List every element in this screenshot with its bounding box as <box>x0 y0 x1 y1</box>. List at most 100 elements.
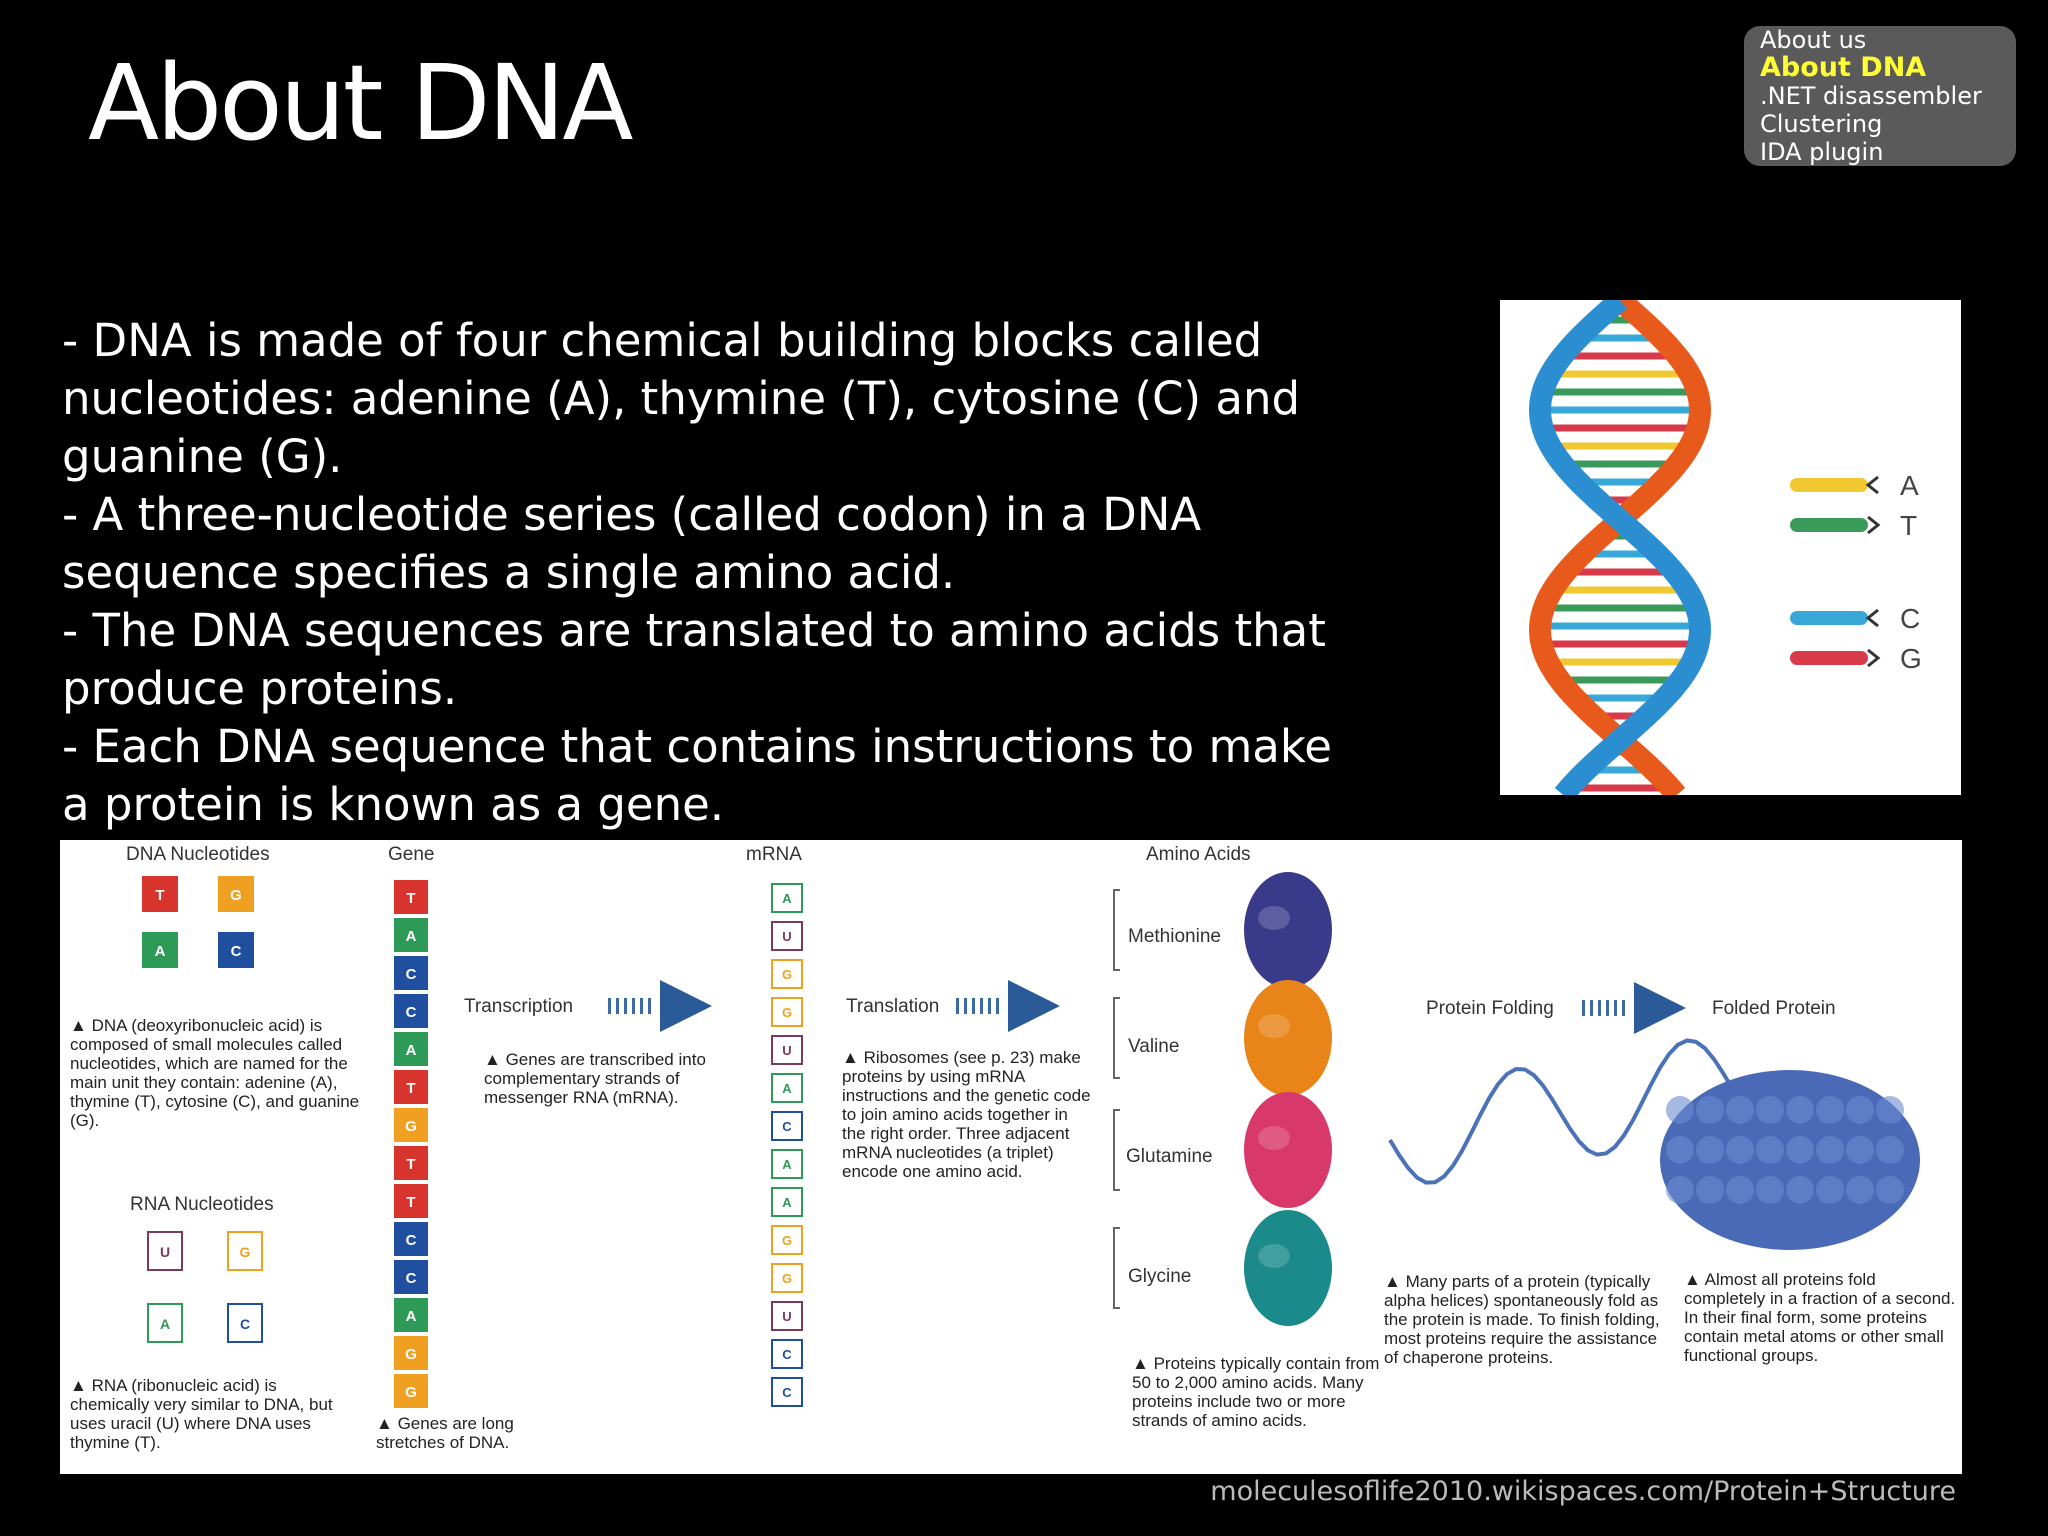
nucleotide-block-g: G <box>394 1108 428 1142</box>
legend-connector-g <box>1867 648 1881 668</box>
protein-folding-arrow <box>1582 982 1686 1034</box>
svg-text:A: A <box>406 928 417 945</box>
mrna-nucleotide-a: A <box>771 883 803 913</box>
nav-item-net-disassembler[interactable]: .NET disassembler <box>1760 82 1982 110</box>
svg-text:C: C <box>782 1119 792 1134</box>
amino-acid-blob-glutamine <box>1244 1092 1332 1208</box>
amino-acid-bracket <box>1113 1109 1120 1191</box>
rna-nucleotide-g: G <box>227 1231 263 1271</box>
nav-item-about-dna[interactable]: About DNA <box>1760 52 1927 83</box>
mrna-nucleotide-g: G <box>771 959 803 989</box>
legend-bar-c <box>1790 611 1868 625</box>
nucleotide-block-g: G <box>218 876 254 912</box>
amino-acid-blob-valine <box>1244 980 1332 1096</box>
mrna-nucleotide-u: U <box>771 921 803 951</box>
svg-text:C: C <box>231 943 242 960</box>
mrna-nucleotide-c: C <box>771 1111 803 1141</box>
amino-acid-bracket <box>1113 997 1120 1079</box>
svg-text:T: T <box>406 1156 415 1173</box>
nucleotide-block-t: T <box>142 876 178 912</box>
nucleotide-block-a: A <box>394 1298 428 1332</box>
nav-item-clustering[interactable]: Clustering <box>1760 110 1883 138</box>
amino-acid-glycine: Glycine <box>1128 1266 1192 1287</box>
note-proteins: ▲ Proteins typically contain from 50 to … <box>1132 1354 1380 1430</box>
note-folded: ▲ Almost all proteins fold completely in… <box>1684 1270 1956 1365</box>
legend-connector-a <box>1865 475 1879 495</box>
svg-text:G: G <box>782 1271 792 1286</box>
svg-text:G: G <box>405 1118 417 1135</box>
nucleotide-block-c: C <box>218 932 254 968</box>
unfolded-protein-strand <box>1388 1038 1743 1185</box>
nucleotide-block-a: A <box>394 918 428 952</box>
amino-acid-bracket <box>1113 889 1120 971</box>
nucleotide-block-g: G <box>394 1336 428 1370</box>
legend-bar-g <box>1790 651 1868 665</box>
nucleotide-block-t: T <box>394 1184 428 1218</box>
svg-text:C: C <box>782 1347 792 1362</box>
mrna-nucleotide-u: U <box>771 1301 803 1331</box>
folded-protein-label: Folded Protein <box>1712 998 1836 1019</box>
transcription-label: Transcription <box>464 996 574 1017</box>
mrna-nucleotide-c: C <box>771 1377 803 1407</box>
nucleotide-block-a: A <box>142 932 178 968</box>
amino-acid-blob-methionine <box>1244 872 1332 988</box>
note-folding: ▲ Many parts of a protein (typically alp… <box>1384 1272 1660 1367</box>
rna-nucleotides-label: RNA Nucleotides <box>130 1194 274 1215</box>
svg-text:C: C <box>406 1004 417 1021</box>
svg-text:C: C <box>240 1316 250 1332</box>
body-paragraph: - Each DNA sequence that contains instru… <box>62 720 1332 831</box>
svg-text:A: A <box>782 1081 792 1096</box>
legend-connector-t <box>1867 515 1881 535</box>
mrna-nucleotide-a: A <box>771 1187 803 1217</box>
dna-nucleotides-label: DNA Nucleotides <box>126 844 270 865</box>
folded-protein-graphic <box>1660 1070 1920 1250</box>
nucleotide-block-a: A <box>394 1032 428 1066</box>
svg-text:A: A <box>406 1308 417 1325</box>
svg-text:A: A <box>155 943 166 960</box>
helix-backbone-orange <box>1528 291 1712 803</box>
svg-text:C: C <box>406 966 417 983</box>
body-text: - DNA is made of four chemical building … <box>62 312 1362 834</box>
svg-text:G: G <box>405 1384 417 1401</box>
amino-acid-blob-glycine <box>1244 1210 1332 1326</box>
svg-text:U: U <box>160 1244 170 1260</box>
transcription-arrow <box>608 980 712 1032</box>
svg-text:G: G <box>405 1346 417 1363</box>
amino-acid-glutamine: Glutamine <box>1126 1146 1213 1167</box>
svg-text:U: U <box>782 1043 791 1058</box>
svg-text:A: A <box>160 1316 170 1332</box>
note-dna: ▲ DNA (deoxyribonucleic acid) is compose… <box>70 1016 360 1130</box>
nav-item-ida-plugin[interactable]: IDA plugin <box>1760 138 1884 166</box>
svg-text:C: C <box>406 1270 417 1287</box>
svg-text:T: T <box>155 887 164 904</box>
nav-item-about-us[interactable]: About us <box>1760 26 1867 54</box>
svg-text:A: A <box>782 1195 792 1210</box>
nucleotide-block-c: C <box>394 1260 428 1294</box>
svg-text:C: C <box>406 1232 417 1249</box>
amino-acids-label: Amino Acids <box>1146 844 1251 865</box>
svg-text:G: G <box>782 1233 792 1248</box>
svg-text:G: G <box>230 887 242 904</box>
note-translation: ▲ Ribosomes (see p. 23) make proteins by… <box>842 1048 1091 1181</box>
mrna-nucleotide-a: A <box>771 1149 803 1179</box>
svg-text:A: A <box>782 891 792 906</box>
mrna-nucleotide-a: A <box>771 1073 803 1103</box>
nucleotide-block-c: C <box>394 994 428 1028</box>
amino-acid-methionine: Methionine <box>1128 926 1221 947</box>
mrna-label: mRNA <box>746 844 802 865</box>
note-rna: ▲ RNA (ribonucleic acid) is chemically v… <box>70 1376 333 1452</box>
helix-backbone-blue <box>1528 291 1712 803</box>
mrna-nucleotide-g: G <box>771 1263 803 1293</box>
translation-arrow <box>956 980 1060 1032</box>
svg-text:C: C <box>782 1385 792 1400</box>
svg-text:A: A <box>406 1042 417 1059</box>
protein-folding-label: Protein Folding <box>1426 998 1554 1019</box>
mrna-nucleotide-u: U <box>771 1035 803 1065</box>
mrna-nucleotide-c: C <box>771 1339 803 1369</box>
nucleotide-block-c: C <box>394 956 428 990</box>
